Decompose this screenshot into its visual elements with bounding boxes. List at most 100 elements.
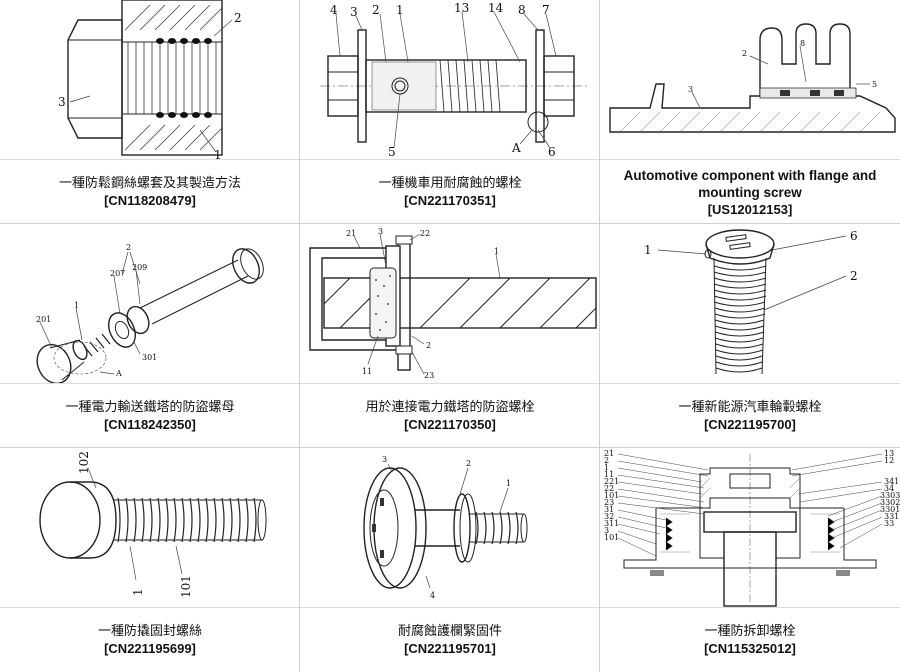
fig-label: 8 xyxy=(518,3,526,17)
fig-label: 5 xyxy=(872,80,877,89)
patent-title: Automotive component with flange and mou… xyxy=(623,167,877,200)
patent-title: 一種防撬固封螺絲 xyxy=(97,624,202,639)
fig-label: 31 xyxy=(604,505,614,514)
patent-figure-3: 2 8 5 3 xyxy=(600,0,900,160)
fig-label: 22 xyxy=(604,484,614,493)
fig-label: 4 xyxy=(430,591,435,600)
fig-label: 207 xyxy=(110,269,125,278)
fig-label: 102 xyxy=(77,451,91,474)
fig-label: 301 xyxy=(142,353,157,362)
fig-label: 2 xyxy=(742,49,747,58)
patent-card-7[interactable]: 102 1 101 一種防撬固封螺絲 [CN221195699] xyxy=(0,448,300,672)
patent-card-8[interactable]: 3 2 1 4 耐腐蝕護欄緊固件 [CN221195701] xyxy=(300,448,600,672)
patent-title: 用於連接電力鐵塔的防盜螺栓 xyxy=(365,400,535,415)
patent-number[interactable]: [CN115325012] xyxy=(704,641,796,656)
patent-title: 一種新能源汽車輪轂螺栓 xyxy=(678,400,822,415)
fig-label: 3 xyxy=(378,227,383,236)
fig-label: 341 xyxy=(884,477,899,486)
fig-label: 5 xyxy=(388,145,396,159)
patent-caption-9: 一種防拆卸螺栓 [CN115325012] xyxy=(600,608,900,672)
patent-figure-1: 2 3 1 xyxy=(0,0,299,160)
fig-label: 13 xyxy=(454,1,469,15)
patent-card-3[interactable]: 2 8 5 3 Automotive component with flange… xyxy=(600,0,900,224)
patent-figure-7: 102 1 101 xyxy=(0,448,299,608)
patent-number[interactable]: [CN118242350] xyxy=(104,417,196,432)
fig-label: 3302 xyxy=(880,498,900,507)
fig-label: 2 xyxy=(234,11,242,25)
fig-label: 7 xyxy=(542,3,550,17)
fig-label: 3301 xyxy=(880,505,900,514)
patent-figure-2: 4 3 2 1 13 14 8 7 5 A 6 xyxy=(300,0,599,160)
patent-title: 一種機車用耐腐蝕的螺栓 xyxy=(378,176,522,191)
fig-label: 209 xyxy=(132,263,147,272)
fig-label: 3 xyxy=(350,5,358,19)
fig-label: 2 xyxy=(372,3,380,17)
patent-figure-6: 1 6 2 xyxy=(600,224,900,384)
fig-label: 1 xyxy=(396,3,404,17)
patent-number[interactable]: [CN118208479] xyxy=(104,193,196,208)
fig-label: 6 xyxy=(548,145,556,159)
fig-label: 1 xyxy=(506,479,511,488)
fig-label: 101 xyxy=(604,533,619,542)
patent-figure-5: 21 3 22 1 2 11 23 xyxy=(300,224,599,384)
fig-label: 221 xyxy=(604,477,619,486)
patent-number[interactable]: [US12012153] xyxy=(707,201,793,217)
patent-caption-7: 一種防撬固封螺絲 [CN221195699] xyxy=(0,608,299,672)
patent-number[interactable]: [CN221170351] xyxy=(404,193,496,208)
fig-label: 2 xyxy=(466,459,471,468)
fig-label: 101 xyxy=(179,575,193,598)
fig-label: 3 xyxy=(604,526,609,535)
patent-caption-5: 用於連接電力鐵塔的防盜螺栓 [CN221170350] xyxy=(300,384,599,447)
patent-figure-9: 21 2 1 11 221 22 101 23 31 32 311 3 101 … xyxy=(600,448,900,608)
patent-card-1[interactable]: 2 3 1 一種防鬆鋼絲螺套及其製造方法 [CN118208479] xyxy=(0,0,300,224)
fig-label: 32 xyxy=(604,512,614,521)
fig-label: 6 xyxy=(850,229,858,243)
patent-caption-6: 一種新能源汽車輪轂螺栓 [CN221195700] xyxy=(600,384,900,447)
fig-label: A xyxy=(511,141,521,155)
patent-card-5[interactable]: 21 3 22 1 2 11 23 用於連接電力鐵塔的防盜螺栓 [CN22117… xyxy=(300,224,600,448)
fig-label: 11 xyxy=(362,367,372,376)
fig-label: 1 xyxy=(214,148,222,159)
fig-label: 14 xyxy=(488,1,504,15)
fig-label: 201 xyxy=(36,315,51,324)
patent-card-6[interactable]: 1 6 2 一種新能源汽車輪轂螺栓 [CN221195700] xyxy=(600,224,900,448)
patent-figure-4: 2 207 209 1 201 301 A xyxy=(0,224,299,384)
patent-caption-2: 一種機車用耐腐蝕的螺栓 [CN221170351] xyxy=(300,160,599,223)
fig-label: 23 xyxy=(424,371,434,380)
fig-label: 1 xyxy=(604,463,609,472)
patent-title: 耐腐蝕護欄緊固件 xyxy=(397,624,502,639)
patent-number[interactable]: [CN221195699] xyxy=(104,641,196,656)
patent-title: 一種防鬆鋼絲螺套及其製造方法 xyxy=(58,176,241,191)
patent-caption-3: Automotive component with flange and mou… xyxy=(600,160,900,223)
fig-label: 33 xyxy=(884,519,894,528)
fig-label: 1 xyxy=(131,588,145,596)
fig-label: 12 xyxy=(884,456,894,465)
patent-caption-8: 耐腐蝕護欄緊固件 [CN221195701] xyxy=(300,608,599,672)
fig-label: 3 xyxy=(382,455,387,464)
patent-title: 一種防拆卸螺栓 xyxy=(704,624,796,639)
patent-number[interactable]: [CN221195700] xyxy=(704,417,796,432)
fig-label: 311 xyxy=(604,519,619,528)
patent-number[interactable]: [CN221195701] xyxy=(404,641,496,656)
patent-figure-8: 3 2 1 4 xyxy=(300,448,599,608)
patent-caption-4: 一種電力輸送鐵塔的防盜螺母 [CN118242350] xyxy=(0,384,299,447)
fig-label: 4 xyxy=(330,3,338,17)
fig-label: A xyxy=(115,369,122,378)
patent-number[interactable]: [CN221170350] xyxy=(404,417,496,432)
fig-label: 22 xyxy=(420,229,430,238)
fig-label: 101 xyxy=(604,491,619,500)
fig-label: 2 xyxy=(850,269,858,283)
patent-title: 一種電力輸送鐵塔的防盜螺母 xyxy=(65,400,235,415)
fig-label: 21 xyxy=(604,449,614,458)
patent-caption-1: 一種防鬆鋼絲螺套及其製造方法 [CN118208479] xyxy=(0,160,299,223)
patent-card-4[interactable]: 2 207 209 1 201 301 A 一種電力輸送鐵塔的防盜螺母 [CN1… xyxy=(0,224,300,448)
fig-label: 11 xyxy=(604,470,614,479)
fig-label: 331 xyxy=(884,512,899,521)
fig-label: 1 xyxy=(644,243,652,257)
fig-label: 3 xyxy=(58,95,66,109)
fig-label: 1 xyxy=(74,301,79,310)
patent-card-9[interactable]: 21 2 1 11 221 22 101 23 31 32 311 3 101 … xyxy=(600,448,900,672)
fig-label: 1 xyxy=(494,247,499,256)
patent-card-2[interactable]: 4 3 2 1 13 14 8 7 5 A 6 一種機車用耐腐蝕的螺栓 [CN2… xyxy=(300,0,600,224)
